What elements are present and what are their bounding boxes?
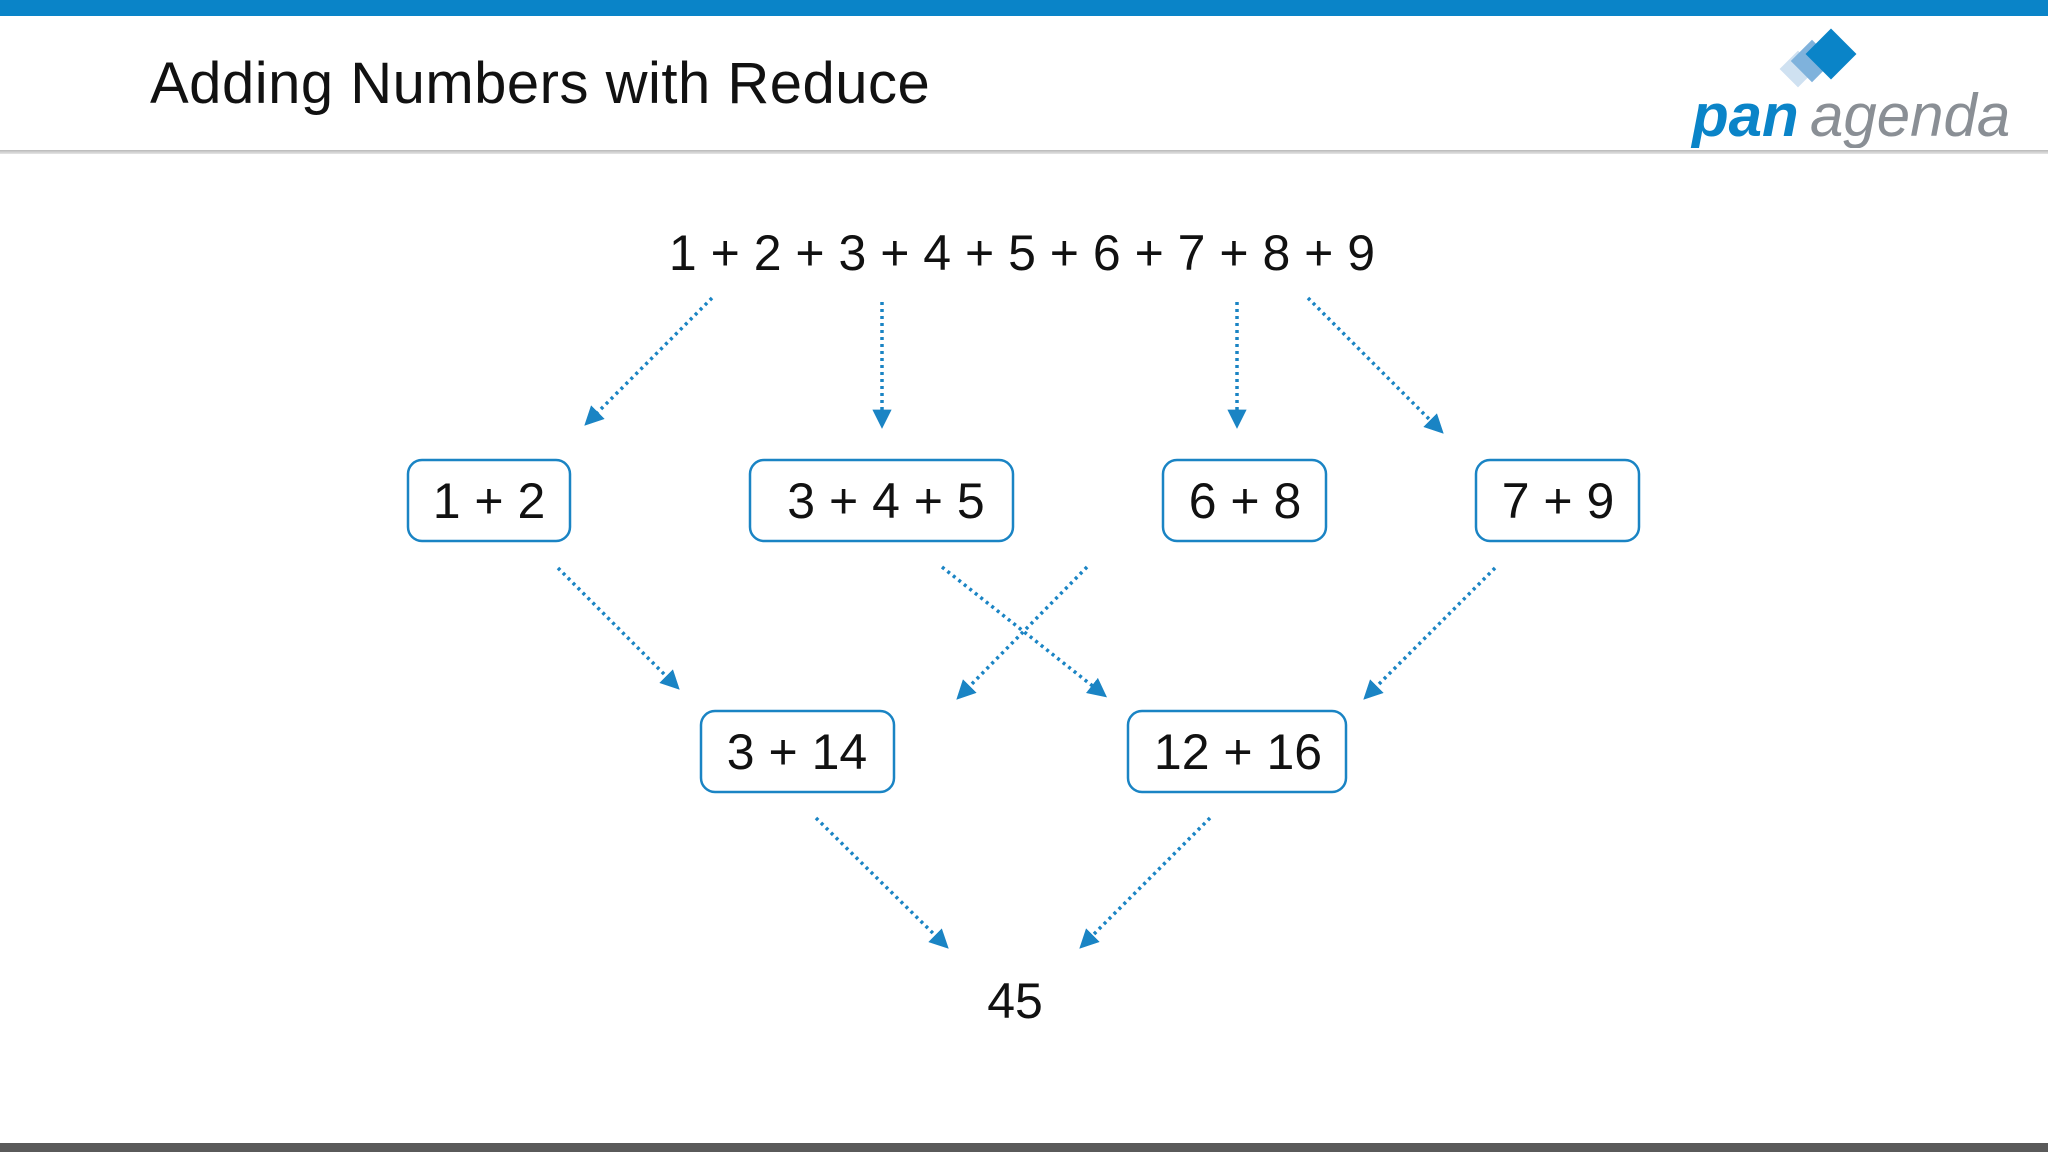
level2-box-1: 3 + 14 [699, 709, 896, 794]
arrow-box-4-to-right [1363, 566, 1497, 700]
level1-box-1: 1 + 2 [406, 458, 572, 543]
level1-label-2: 3 + 4 + 5 [787, 473, 984, 529]
stacked-diamonds-icon [1779, 28, 1857, 88]
panagenda-logo: pan agenda [1690, 28, 2010, 148]
arrow-left-to-result [814, 816, 949, 949]
result-value: 45 [987, 973, 1043, 1029]
level2-box-2: 12 + 16 [1126, 709, 1348, 794]
slide-title: Adding Numbers with Reduce [150, 51, 931, 116]
top-expression: 1 + 2 + 3 + 4 + 5 + 6 + 7 + 8 + 9 [669, 225, 1375, 281]
level1-label-3: 6 + 8 [1189, 473, 1302, 529]
top-accent-bar [0, 0, 2048, 16]
level1-box-4: 7 + 9 [1474, 458, 1641, 543]
logo-text-pan: pan [1690, 82, 1799, 148]
level1-label-4: 7 + 9 [1502, 473, 1615, 529]
level2-label-1: 3 + 14 [727, 724, 867, 780]
logo-text-agenda: agenda [1810, 82, 2010, 148]
arrow-box-3-to-left [956, 565, 1089, 700]
arrow-top-to-box-1 [584, 296, 714, 426]
level1-box-3: 6 + 8 [1161, 458, 1328, 543]
level1-label-1: 1 + 2 [433, 473, 546, 529]
level2-label-2: 12 + 16 [1154, 724, 1322, 780]
arrow-box-2-to-right [940, 565, 1108, 698]
level1-box-2: 3 + 4 + 5 [748, 458, 1015, 543]
arrow-box-1-to-left [556, 566, 680, 690]
header-divider [0, 150, 2048, 154]
arrow-top-to-box-4 [1306, 296, 1444, 434]
arrow-right-to-result [1079, 816, 1212, 949]
bottom-bar [0, 1143, 2048, 1152]
header [0, 16, 2048, 152]
